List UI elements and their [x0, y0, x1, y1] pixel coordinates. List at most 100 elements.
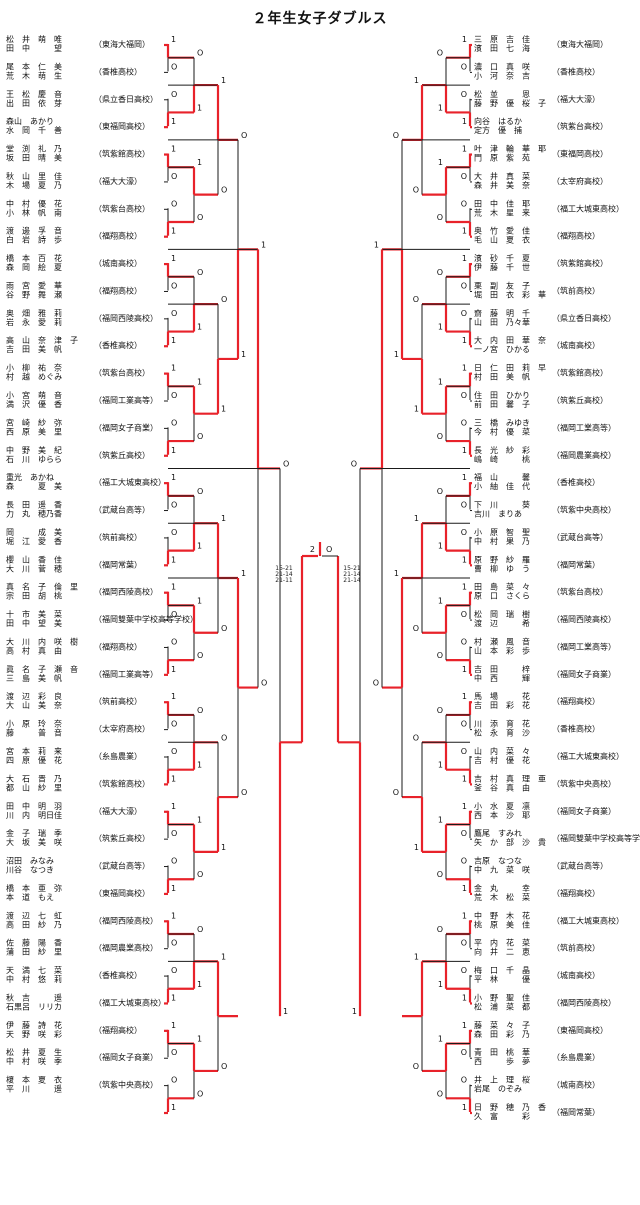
match-score: O	[171, 720, 177, 729]
player-name: 奥 畑 雅 莉	[6, 308, 62, 318]
player-name: 原 口 さくら	[474, 592, 530, 601]
player-name: 曹 柳 ゆ う	[474, 563, 530, 573]
player-name: 天 野 咲 彩	[6, 1029, 62, 1039]
player-name: 伊 藤 千 世	[474, 262, 530, 272]
match-score: 1	[171, 35, 176, 44]
match-score: O	[461, 637, 467, 646]
school-name: （筑紫台高校）	[94, 203, 150, 213]
school-name: （筑前高校）	[552, 285, 600, 295]
school-name: （福工大城東高校）	[552, 203, 624, 213]
school-name: （筑紫館高校）	[94, 778, 150, 788]
player-name: 谷 野 舞 瀬	[6, 289, 62, 299]
match-score: O	[461, 720, 467, 729]
school-name: （福大大濠）	[94, 806, 142, 816]
player-name: 水 岡 千 善	[6, 125, 62, 135]
school-name: （筑紫台高校）	[552, 587, 608, 597]
match-score: 1	[462, 35, 467, 44]
player-name: 久 富 彩	[474, 1111, 530, 1121]
player-name: 住 田 ひかり	[474, 390, 530, 400]
player-name: 大 石 晋 乃	[6, 773, 62, 783]
player-name: 長 光 紗 彩	[474, 445, 530, 455]
match-score: 1	[197, 542, 202, 551]
match-score: 1	[462, 555, 467, 564]
final-result: 21-14	[343, 571, 361, 578]
match-score: 1	[283, 1007, 288, 1016]
match-score: 1	[241, 350, 246, 359]
match-score: O	[171, 966, 177, 975]
school-name: （福岡常葉）	[552, 1107, 600, 1117]
match-score: O	[373, 679, 379, 688]
match-score: 1	[438, 103, 443, 112]
player-name: 定方 優 捕	[474, 125, 522, 135]
match-score: 1	[438, 596, 443, 605]
match-score: O	[171, 199, 177, 208]
match-score: 1	[171, 336, 176, 345]
player-name: 高 田 紗 乃	[6, 919, 62, 929]
match-score: 1	[462, 145, 467, 154]
match-score: 1	[171, 774, 176, 783]
school-name: （福岡常葉）	[552, 559, 600, 569]
school-name: （香椎高校）	[94, 340, 142, 350]
player-name: 桃 原 美 佳	[474, 919, 530, 929]
school-name: （筑紫館高校）	[94, 149, 150, 159]
school-name: （東福岡高校）	[552, 1025, 608, 1035]
final-result: 21-11	[275, 577, 293, 584]
match-score: O	[241, 788, 247, 797]
match-score: 1	[197, 377, 202, 386]
player-name: 出 田 依 芽	[6, 98, 62, 108]
school-name: （福岡工業高等）	[552, 641, 616, 651]
match-score: O	[221, 295, 227, 304]
school-name: （城南高校）	[552, 340, 600, 350]
player-name: 中 村 優 花	[6, 198, 62, 208]
school-name: （福岡女子商業）	[552, 806, 616, 816]
match-score: O	[437, 213, 443, 222]
player-name: 日 野 穂 乃 香	[474, 1102, 546, 1112]
match-score: 1	[462, 117, 467, 126]
match-score: 1	[414, 952, 419, 961]
match-score: 1	[221, 843, 226, 852]
match-score: O	[393, 131, 399, 140]
player-name: 向谷 はるか	[474, 116, 522, 126]
player-name: 中 村 咲 季	[6, 1056, 62, 1066]
player-name: 眞 名 子 瀬 音	[6, 664, 78, 674]
player-name: 栗 副 友 子	[474, 280, 530, 290]
player-name: 松 並 恩	[474, 89, 530, 99]
match-score: 1	[221, 405, 226, 414]
player-name: 濱 砂 千 夏	[474, 253, 530, 263]
player-name: 秋 山 里 佳	[6, 171, 62, 181]
school-name: （武蔵台高等）	[94, 505, 150, 515]
player-name: 西 歩 夢	[474, 1056, 530, 1066]
player-name: 大 山 美 奈	[6, 700, 62, 710]
player-name: 鷹尾 すみれ	[474, 828, 522, 838]
match-score: O	[461, 528, 467, 537]
match-score: 1	[261, 240, 266, 249]
player-name: 松 浦 菜 都	[474, 1001, 530, 1011]
player-name: 櫻 山 香 佳	[6, 554, 62, 564]
player-name: 大 坂 美 咲	[6, 837, 62, 847]
school-name: （香椎高校）	[552, 477, 600, 487]
player-name: 日 仁 田 莉 早	[474, 363, 546, 373]
match-score: O	[171, 172, 177, 181]
player-name: 一ノ宮 ひかる	[474, 344, 530, 354]
player-name: 榎 本 夏 衣	[6, 1075, 62, 1085]
match-score: 1	[462, 993, 467, 1002]
school-name: （福岡西陵高校）	[94, 915, 158, 925]
player-name: 木 場 夏 乃	[6, 180, 62, 190]
player-name: 中 九 菜 咲	[474, 865, 530, 875]
match-score: 1	[462, 1021, 467, 1030]
match-score: 1	[438, 323, 443, 332]
player-name: 中 村 果 乃	[474, 536, 530, 546]
match-score: 1	[462, 802, 467, 811]
match-score: 1	[462, 692, 467, 701]
match-score: 1	[438, 158, 443, 167]
player-name: 荒 木 星 来	[474, 207, 530, 217]
match-score: O	[413, 733, 419, 742]
player-name: 白 岩 詩 歩	[6, 235, 62, 245]
match-score: 2	[310, 545, 315, 554]
player-name: 坂 田 晴 美	[6, 153, 62, 163]
match-score: 1	[462, 583, 467, 592]
match-score: O	[413, 624, 419, 633]
player-name: 金 丸 幸	[474, 883, 530, 893]
match-score: 1	[462, 364, 467, 373]
school-name: （糸島農業）	[94, 751, 142, 761]
